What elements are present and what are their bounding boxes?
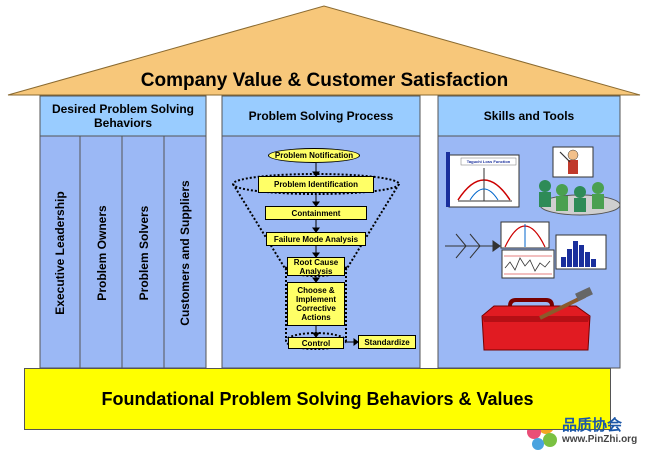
toolbox-icon: [481, 286, 593, 351]
step-corrective-actions: Choose & Implement Corrective Actions: [287, 282, 345, 326]
foundation-title: Foundational Problem Solving Behaviors &…: [101, 388, 534, 409]
watermark-url: www.PinZhi.org: [562, 434, 638, 445]
behavior-problem-solvers: Problem Solvers: [137, 205, 151, 301]
step-problem-identification: Problem Identification: [258, 176, 374, 193]
behaviors-column: [39, 95, 207, 369]
loss-function-slide: [446, 152, 520, 208]
tools-header: Skills and Tools: [483, 109, 575, 123]
slide-title: Taguchi Loss Function: [466, 159, 511, 164]
roof-title: Company Value & Customer Satisfaction: [140, 70, 509, 91]
histogram-icon: [555, 234, 607, 270]
step-failure-mode-analysis: Failure Mode Analysis: [266, 232, 366, 246]
training-group-icon: [539, 146, 621, 216]
control-chart-icon: [501, 249, 555, 279]
distribution-chart-icon: [500, 221, 550, 249]
process-funnel: [232, 173, 400, 350]
step-problem-notification: Problem Notification: [268, 148, 360, 163]
foundation: Foundational Problem Solving Behaviors &…: [24, 368, 611, 430]
step-containment: Containment: [265, 206, 367, 220]
behavior-problem-owners: Problem Owners: [95, 205, 109, 301]
roof: [7, 5, 641, 96]
step-control: Control: [288, 337, 344, 349]
step-root-cause-analysis: Root Cause Analysis: [287, 257, 345, 276]
fishbone-diagram-icon: [445, 233, 501, 259]
step-standardize: Standardize: [358, 335, 416, 349]
process-header: Problem Solving Process: [248, 109, 394, 123]
behavior-executive-leadership: Executive Leadership: [53, 191, 67, 315]
watermark-cn: 品质协会: [562, 417, 623, 434]
behavior-customers-suppliers: Customers and Suppliers: [178, 180, 192, 326]
behaviors-header: Desired Problem Solving Behaviors: [51, 102, 195, 130]
process-arrows: [312, 163, 359, 346]
